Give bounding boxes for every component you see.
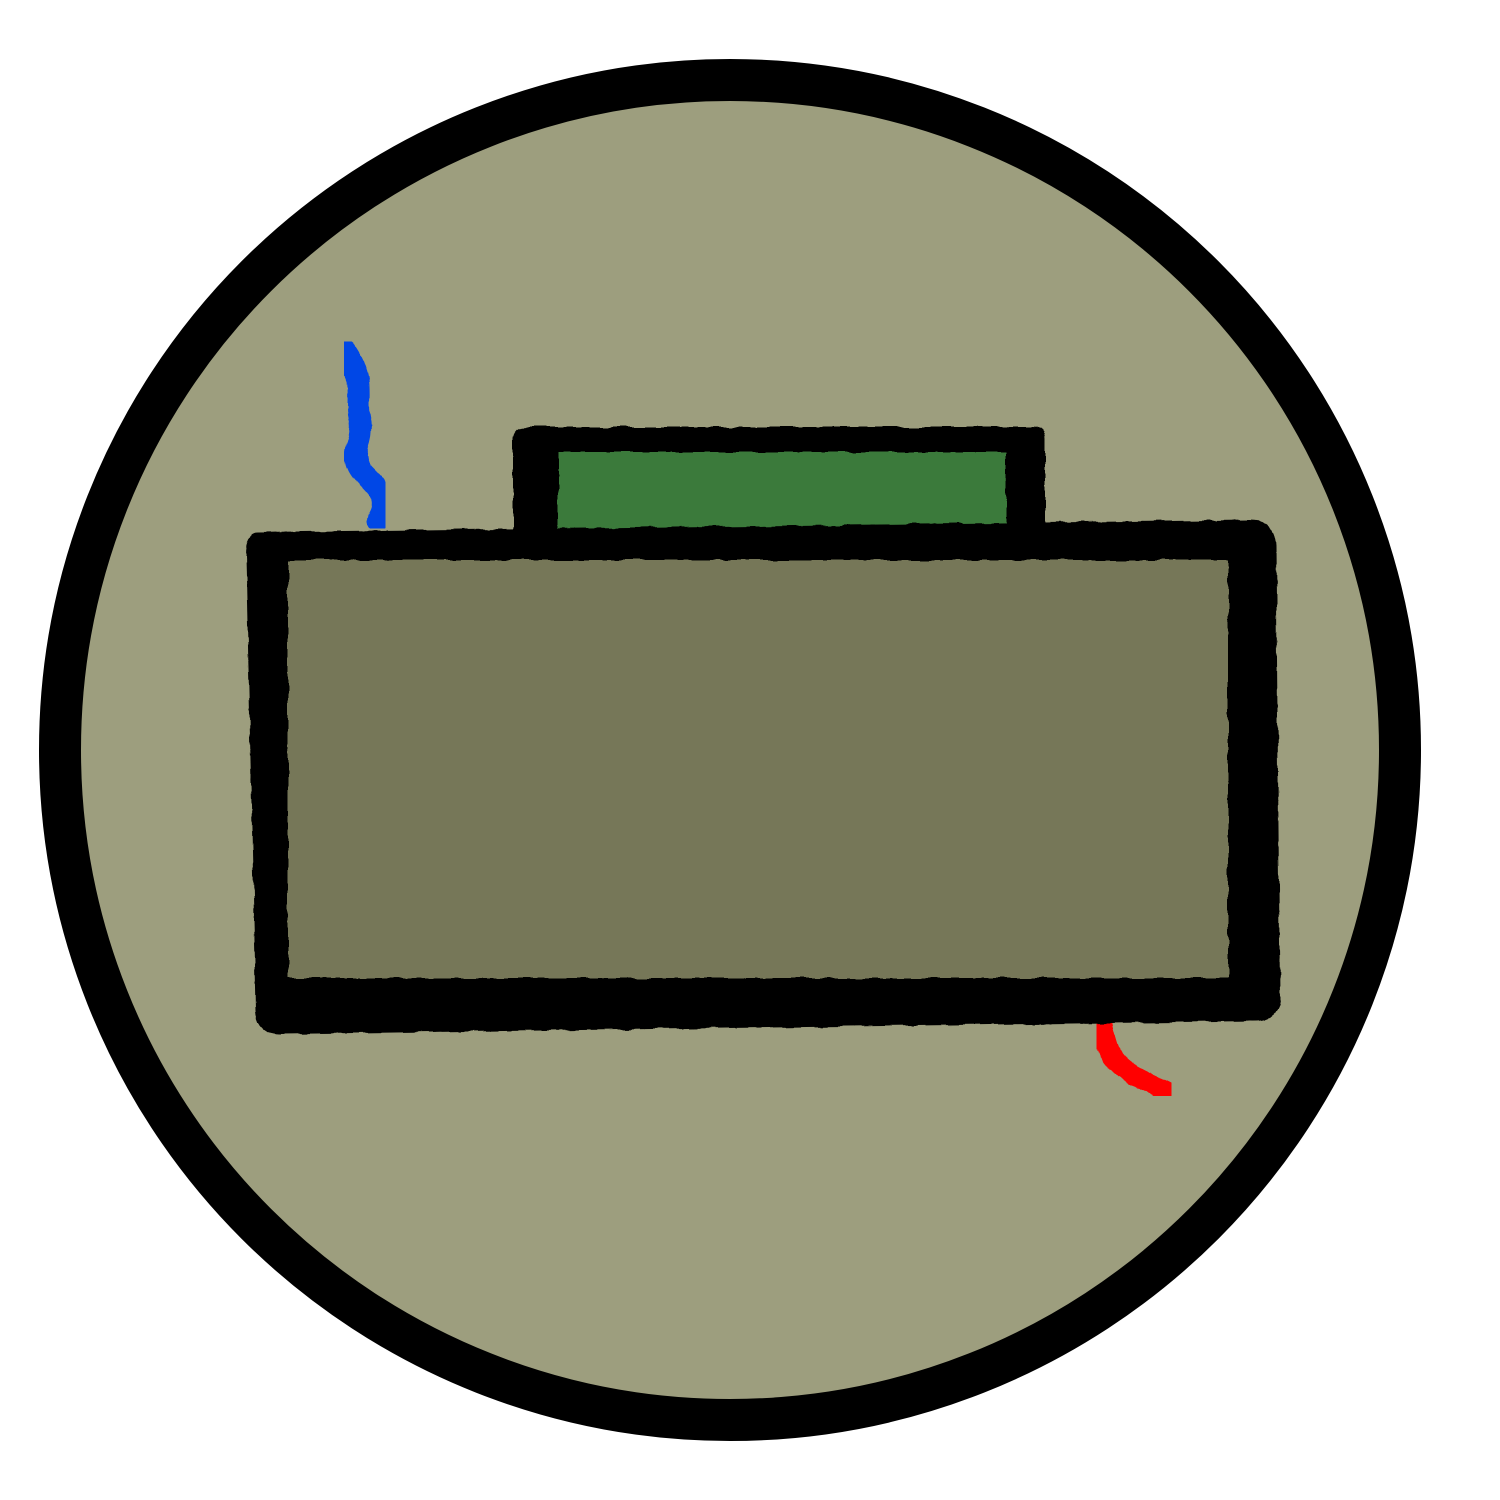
- main-box: [246, 520, 1280, 1034]
- blue-wire: [335, 339, 395, 531]
- main-box-fill: [288, 560, 1228, 978]
- top-tab-fill: [558, 452, 1006, 532]
- red-wire: [1090, 1010, 1178, 1102]
